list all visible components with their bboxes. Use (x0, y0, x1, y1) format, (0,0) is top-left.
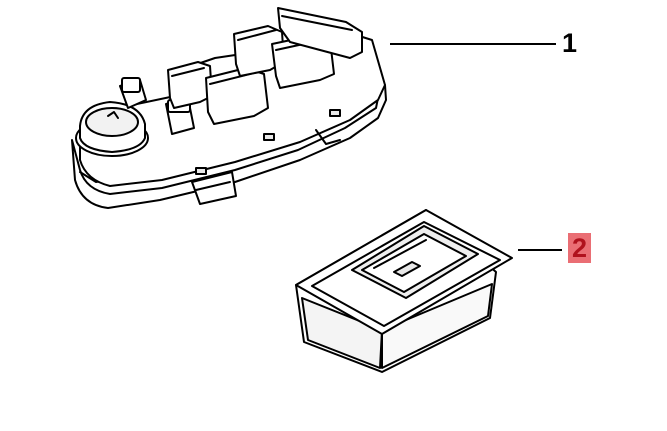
part-2-single-window-switch (295, 209, 513, 373)
mounting-slot (263, 133, 275, 141)
single-switch-rocker-grip (393, 261, 421, 277)
mounting-slot (329, 109, 341, 117)
callout-number-2-highlighted[interactable]: 2 (568, 233, 592, 263)
single-switch-front-face (381, 283, 493, 369)
single-switch-rocker-ridge (373, 239, 427, 269)
connector-housing (191, 171, 237, 205)
mounting-clip (315, 129, 341, 145)
single-switch-bezel-inner (311, 221, 501, 327)
mirror-knob-arrow (107, 111, 119, 119)
mirror-knob-top (85, 107, 139, 137)
mounting-slot (195, 167, 207, 175)
part-1-window-switch-assembly (71, 7, 387, 209)
switch-rear-flap (277, 7, 363, 59)
mirror-selector-cap (121, 77, 141, 93)
callout-number-1: 1 (562, 28, 578, 58)
